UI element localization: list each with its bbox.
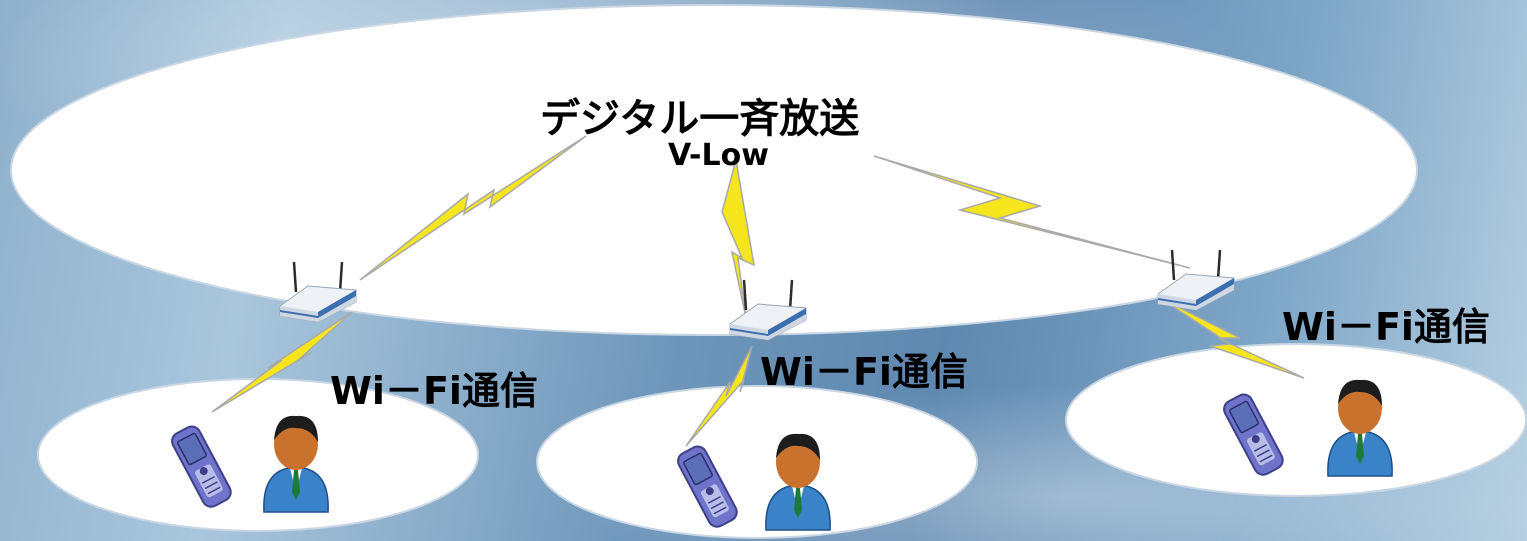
diagram-subtitle: V-Low: [668, 138, 769, 173]
wifi-area-ellipse-2: [536, 385, 978, 539]
lightning-bolt-icon: [1159, 297, 1305, 379]
lightning-bolt-icon: [873, 155, 1191, 269]
diagram-title: デジタル一斉放送: [540, 96, 860, 142]
lightning-bolt-icon: [359, 135, 587, 281]
wifi-label-3: Wi－Fi通信: [1282, 305, 1490, 349]
broadcast-area-ellipse: [10, 4, 1418, 336]
lightning-bolt-icon: [721, 159, 755, 319]
wifi-label-1: Wi－Fi通信: [330, 369, 538, 413]
lightning-bolt-icon: [685, 345, 753, 447]
wifi-area-ellipse-3: [1065, 343, 1527, 497]
wifi-label-2: Wi－Fi通信: [760, 350, 968, 394]
lightning-bolt-icon: [211, 311, 353, 413]
